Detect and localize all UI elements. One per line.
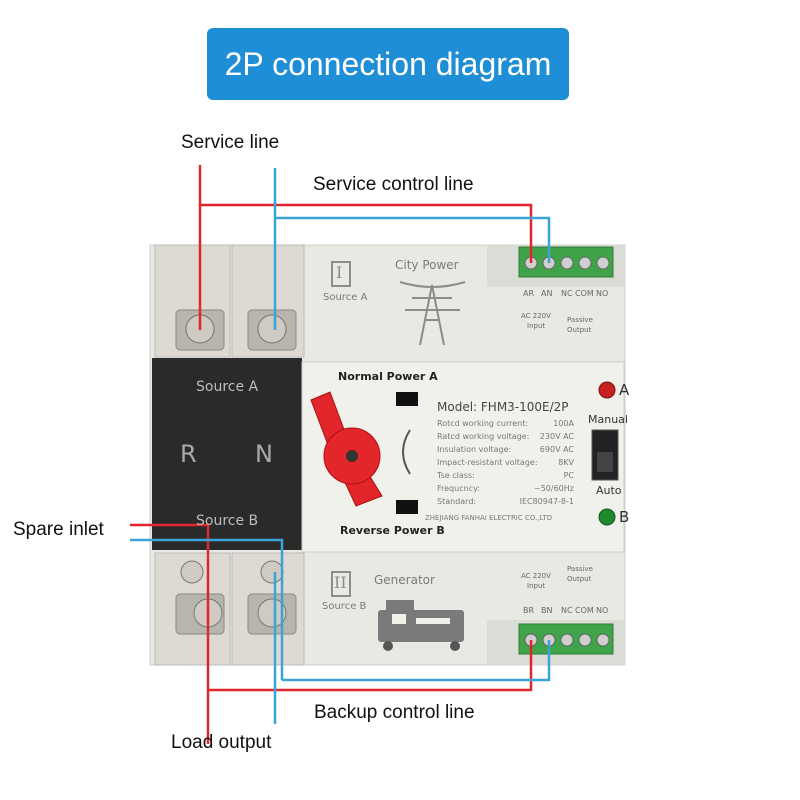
indicator-a-light <box>598 381 616 399</box>
city-power-label: City Power <box>395 258 459 272</box>
source-b-bottom-label: Source B <box>322 601 367 612</box>
backup-control-line-label: Backup control line <box>314 702 475 723</box>
spare-inlet-label: Spare inlet <box>13 519 104 540</box>
indicator-b-light <box>598 508 616 526</box>
terminal-top-label-com: COM <box>575 289 594 298</box>
manufacturer-label: ZHEJIANG FANHAI ELECTRIC CO.,LTD <box>425 514 553 522</box>
spec-row: Tse class:PC <box>437 471 574 480</box>
indicator-a-label: A <box>619 381 630 399</box>
rotary-handle <box>310 391 383 507</box>
service-control-line-label: Service control line <box>313 174 474 195</box>
spec-row: Rotcd working current:100A <box>437 419 574 428</box>
spec-list: Rotcd working current:100A Ratcd working… <box>437 419 574 510</box>
black-cover <box>152 358 302 550</box>
terminal-top-label-nc: NC <box>561 289 573 298</box>
bottom-right-screw <box>257 598 287 628</box>
source-a-top-label: Source A <box>323 292 368 303</box>
spec-row: Standard:IEC80947-8-1 <box>437 497 574 506</box>
ac-bottom-label: AC 220V <box>521 572 551 580</box>
spec-row: Impact-resistant voltage:8KV <box>437 458 574 467</box>
indicator-b-label: B <box>619 508 630 526</box>
spare-inlet-red-wire <box>130 523 210 744</box>
terminal-bottom-label-com: COM <box>575 606 594 615</box>
model-label: Model: FHM3-100E/2P <box>437 400 569 414</box>
backup-control-blue-wire <box>282 640 551 682</box>
terminal-top-label-ar: AR <box>523 289 535 298</box>
spare-inlet-blue-wire <box>130 538 284 680</box>
load-output-label: Load output <box>171 732 272 753</box>
output-bottom-label: Output <box>567 575 592 583</box>
output-top-label: Output <box>567 326 592 334</box>
roman-box-bottom <box>331 571 351 597</box>
terminal-bottom-label-bn: BN <box>541 606 553 615</box>
backup-control-red-wire <box>208 640 533 692</box>
power-tower-icon <box>399 281 466 346</box>
passive-bottom-label: Passive <box>567 565 593 573</box>
spec-row: Ratcd working voltage:230V AC <box>437 432 574 441</box>
auto-label: Auto <box>596 484 622 497</box>
black-cover-source-b: Source B <box>196 513 259 529</box>
position-window-a <box>396 392 418 406</box>
manual-label: Manual <box>588 413 628 426</box>
terminal-bottom-label-no: NO <box>596 606 609 615</box>
bottom-left-small-screw <box>180 560 204 584</box>
top-terminal-block <box>518 246 614 278</box>
diagram-title: 2P connection diagram <box>207 28 569 100</box>
terminal-top-label-an: AN <box>541 289 553 298</box>
generator-label: Generator <box>374 573 435 587</box>
ac-top-label: AC 220V <box>521 312 551 320</box>
input-bottom-label: Input <box>527 582 546 590</box>
position-window-b <box>396 500 418 514</box>
input-top-label: Input <box>527 322 546 330</box>
terminal-top-label-no: NO <box>596 289 609 298</box>
terminal-bottom-label-br: BR <box>523 606 535 615</box>
black-cover-r: R <box>180 440 197 468</box>
top-right-screw <box>257 314 287 344</box>
passive-top-label: Passive <box>567 316 593 324</box>
spec-row: Frequcncy:~50/60Hz <box>437 484 574 493</box>
black-cover-source-a: Source A <box>196 379 259 395</box>
bottom-right-small-screw <box>260 560 284 584</box>
service-control-red-wire <box>200 203 533 263</box>
source-a-roman: I <box>336 263 343 282</box>
reverse-power-label: Reverse Power B <box>340 524 445 537</box>
blue-wires <box>130 168 551 724</box>
bottom-terminal-block <box>518 623 614 655</box>
red-wires <box>130 165 533 744</box>
service-line-label: Service line <box>181 132 280 153</box>
service-control-blue-wire <box>275 216 551 263</box>
switch-slider <box>597 452 613 472</box>
spec-row: Insulation voltage:690V AC <box>437 445 574 454</box>
terminal-bottom-label-nc: NC <box>561 606 573 615</box>
rotation-arrow <box>402 429 411 475</box>
normal-power-label: Normal Power A <box>338 370 438 383</box>
roman-box-top <box>331 261 351 287</box>
black-cover-n: N <box>255 440 273 468</box>
source-b-roman: II <box>334 573 347 592</box>
